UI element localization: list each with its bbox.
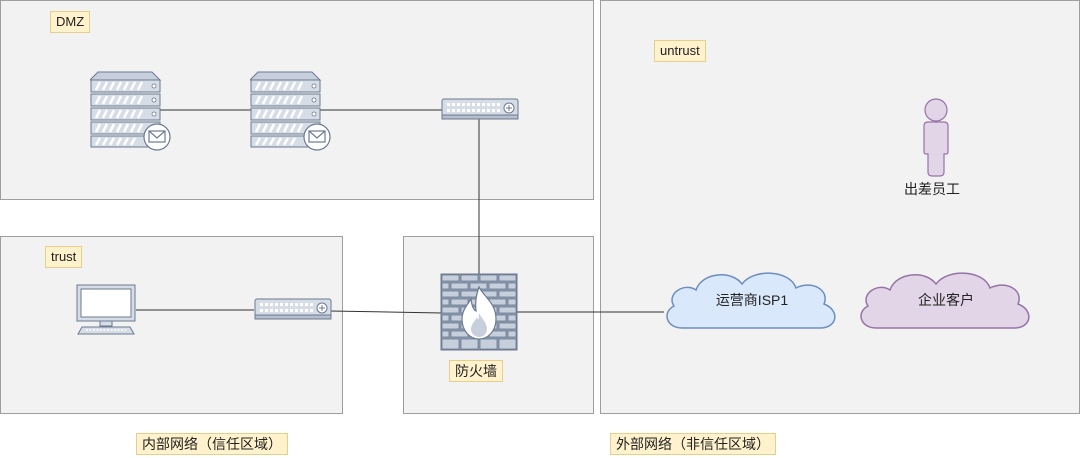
external-network-label: 外部网络（非信任区域）	[610, 433, 776, 455]
link-trust-switch-firewall	[329, 310, 443, 314]
mail-server-icon	[90, 71, 171, 151]
mail-server-icon	[250, 71, 331, 151]
trust-label: trust	[45, 246, 83, 268]
dmz-label: DMZ	[50, 11, 91, 33]
user-icon	[923, 98, 949, 177]
firewall-icon	[440, 273, 518, 351]
cloud-icon	[860, 272, 1030, 329]
enterprise-cloud-label: 企业客户	[918, 292, 974, 308]
switch-icon	[254, 298, 332, 320]
internal-network-label: 内部网络（信任区域）	[136, 433, 288, 455]
employee-label: 出差员工	[904, 181, 960, 197]
cloud-icon	[666, 272, 836, 329]
switch-icon	[441, 98, 519, 120]
desktop-pc-icon	[76, 284, 136, 335]
firewall-label: 防火墙	[449, 360, 503, 382]
untrust-zone	[600, 0, 1080, 414]
isp-cloud-label: 运营商ISP1	[715, 292, 789, 308]
untrust-label: untrust	[654, 40, 706, 62]
